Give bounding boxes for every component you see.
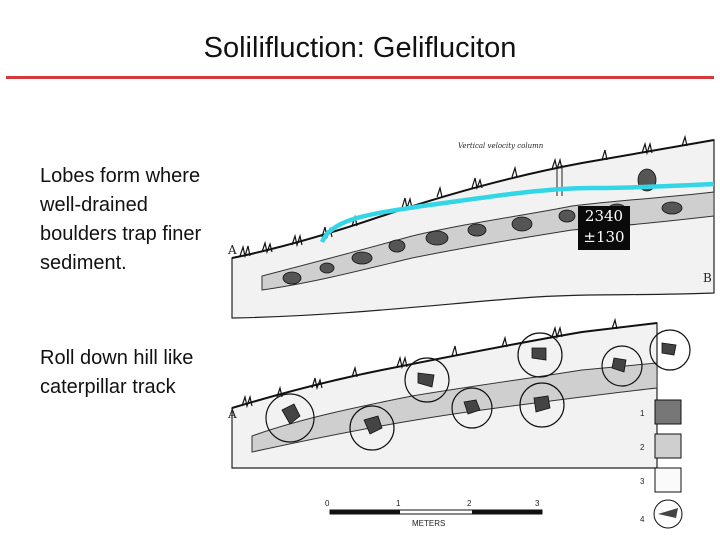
- scale-bar: 0 1 2 3 METERS: [325, 499, 543, 528]
- label-a-bottom: A: [227, 407, 237, 421]
- surface-trace-line: [319, 181, 715, 244]
- bullet-caterpillar: Roll down hill like caterpillar track: [40, 347, 194, 398]
- label-b: B: [703, 271, 712, 285]
- title-underline: [6, 76, 714, 79]
- legend-item-1: 1: [640, 409, 645, 418]
- upper-cross-section: Vertical velocity column A B: [227, 134, 715, 319]
- legend-item-4: 4: [640, 515, 645, 524]
- solifluction-diagram: Vertical velocity column A B: [227, 134, 715, 529]
- date-uncertainty: ±130: [583, 228, 625, 246]
- scale-tick-2: 2: [467, 499, 472, 508]
- legend-item-3: 3: [640, 477, 645, 486]
- scale-unit: METERS: [412, 519, 445, 528]
- lower-cross-section: A: [227, 317, 691, 469]
- scale-tick-3: 3: [535, 499, 540, 508]
- velocity-column-label: Vertical velocity column: [458, 142, 544, 150]
- legend-item-2: 2: [640, 443, 645, 452]
- bullet-lobes: Lobes form where well-drained boulders t…: [40, 165, 202, 274]
- label-a-top: A: [227, 243, 237, 257]
- scale-tick-1: 1: [396, 499, 401, 508]
- date-label-box: 2340 ±130: [578, 206, 630, 250]
- scale-tick-0: 0: [325, 499, 330, 508]
- slide-title: Solilifluction: Gelifluciton: [203, 32, 517, 64]
- legend: 1 2 3 4: [640, 399, 683, 529]
- date-value: 2340: [584, 207, 624, 225]
